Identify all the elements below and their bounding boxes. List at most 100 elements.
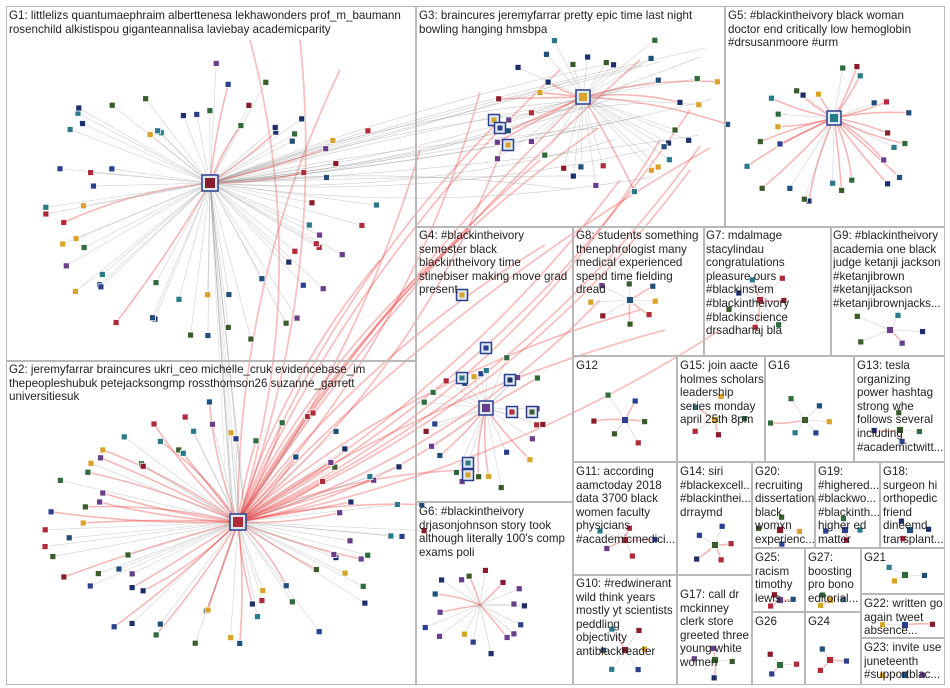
g21-node-0[interactable]: [921, 572, 928, 579]
g2-node-61[interactable]: [227, 429, 235, 437]
g2-node-10[interactable]: [312, 566, 320, 573]
g13-node-1[interactable]: [898, 438, 906, 445]
g5-node-20[interactable]: [815, 90, 822, 98]
g6-node-12[interactable]: [458, 576, 465, 584]
g3-node-10[interactable]: [592, 182, 600, 189]
g2-node-33[interactable]: [60, 573, 68, 581]
g2-node-60[interactable]: [206, 398, 213, 406]
g19-node-3[interactable]: [840, 515, 847, 522]
g2-node-11[interactable]: [361, 599, 369, 607]
g1-node-19[interactable]: [187, 331, 194, 339]
g23-node-1[interactable]: [879, 671, 886, 679]
g5-node-6[interactable]: [838, 187, 846, 194]
g1-node-9[interactable]: [299, 281, 307, 289]
g2-node-69[interactable]: [341, 445, 349, 453]
g2-node-12[interactable]: [282, 582, 290, 590]
g1-node-47[interactable]: [146, 131, 154, 138]
g22-node-0[interactable]: [929, 620, 936, 628]
g2-node-65[interactable]: [304, 413, 311, 421]
g3-node-27[interactable]: [569, 61, 577, 68]
g1-node-67[interactable]: [332, 160, 340, 167]
g2-node-39[interactable]: [65, 534, 73, 542]
g3-node-2[interactable]: [685, 136, 693, 144]
g3-node-11[interactable]: [577, 163, 585, 171]
g17-node-2[interactable]: [690, 655, 698, 663]
g4-node-7[interactable]: [475, 473, 483, 481]
g6-node-11[interactable]: [438, 576, 445, 584]
g19-node-1[interactable]: [843, 536, 850, 544]
g24-hub[interactable]: [826, 656, 834, 664]
g2-node-2[interactable]: [346, 537, 354, 545]
g5-node-13[interactable]: [776, 140, 784, 148]
g2-node-41[interactable]: [47, 508, 55, 516]
g2-node-26[interactable]: [128, 620, 136, 627]
g10-node-4[interactable]: [608, 625, 616, 633]
g7-node-4[interactable]: [735, 289, 743, 297]
g21-hub[interactable]: [901, 571, 909, 579]
g25-node-2[interactable]: [771, 591, 778, 599]
g1-node-50[interactable]: [193, 111, 201, 118]
g6-node-17[interactable]: [510, 600, 518, 608]
g13-node-2[interactable]: [870, 427, 878, 434]
g3-node-34[interactable]: [693, 75, 701, 83]
g2-node-18[interactable]: [258, 597, 266, 604]
g2-node-52[interactable]: [120, 433, 128, 441]
g1-node-2[interactable]: [305, 221, 313, 229]
g2-node-36[interactable]: [49, 553, 57, 560]
g2-node-66[interactable]: [309, 409, 317, 417]
g21-node-1[interactable]: [891, 577, 898, 585]
g10-hub[interactable]: [621, 646, 629, 654]
g16-node-3[interactable]: [767, 419, 774, 427]
g1-node-59[interactable]: [298, 115, 306, 123]
g1-node-68[interactable]: [323, 174, 330, 181]
g27-hub[interactable]: [826, 596, 834, 604]
g4-node-20[interactable]: [482, 367, 490, 374]
g3-node-29[interactable]: [602, 59, 610, 66]
g10-node-0[interactable]: [641, 645, 648, 653]
g1-node-34[interactable]: [42, 210, 50, 218]
g1-node-61[interactable]: [288, 137, 296, 145]
g2-node-73[interactable]: [395, 463, 403, 471]
g11-node-3[interactable]: [596, 527, 604, 535]
g1-node-40[interactable]: [108, 165, 116, 173]
g18-hub[interactable]: [906, 526, 914, 534]
g4-node-13[interactable]: [431, 420, 439, 428]
g16-node-0[interactable]: [825, 418, 833, 426]
g16-node-4[interactable]: [787, 395, 795, 403]
g5-node-7[interactable]: [829, 179, 837, 187]
g5-node-24[interactable]: [870, 99, 878, 107]
g1-node-41[interactable]: [66, 126, 74, 133]
g6-node-13[interactable]: [465, 572, 473, 580]
g1-node-27[interactable]: [97, 283, 105, 291]
g1-node-33[interactable]: [60, 219, 68, 226]
g6-node-0[interactable]: [520, 602, 528, 610]
g6-node-3[interactable]: [503, 634, 511, 641]
g13-node-0[interactable]: [915, 428, 923, 435]
g17-node-1[interactable]: [710, 674, 718, 682]
g9-node-4[interactable]: [894, 311, 902, 319]
g4-node-15[interactable]: [429, 388, 437, 396]
g2-node-63[interactable]: [252, 437, 260, 445]
g1-node-17[interactable]: [204, 332, 212, 339]
g3-node-37[interactable]: [695, 101, 703, 109]
g23-node-0[interactable]: [919, 671, 926, 679]
g5-node-10[interactable]: [786, 184, 794, 192]
g2-node-27[interactable]: [110, 623, 118, 631]
g11-hub[interactable]: [621, 536, 629, 544]
g5-node-17[interactable]: [768, 94, 775, 102]
g27-node-2[interactable]: [819, 591, 826, 599]
g2-node-75[interactable]: [366, 473, 374, 480]
g2-node-9[interactable]: [359, 582, 367, 590]
g3-node-21[interactable]: [495, 95, 503, 103]
g1-node-6[interactable]: [312, 240, 320, 248]
g8-node-2[interactable]: [626, 320, 634, 328]
g5-node-11[interactable]: [758, 184, 766, 192]
g3-node-17[interactable]: [493, 138, 501, 146]
g1-node-45[interactable]: [108, 101, 116, 109]
g4-node-12[interactable]: [422, 427, 430, 435]
g5-node-14[interactable]: [756, 138, 764, 145]
g2-node-59[interactable]: [209, 420, 216, 428]
g1-node-29[interactable]: [62, 262, 70, 270]
g2-node-37[interactable]: [41, 543, 49, 550]
g3-node-19[interactable]: [505, 116, 513, 124]
